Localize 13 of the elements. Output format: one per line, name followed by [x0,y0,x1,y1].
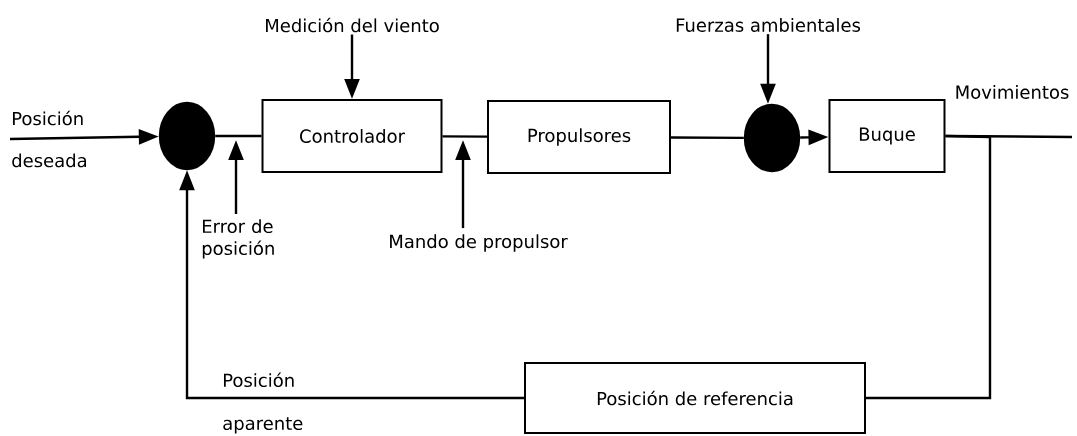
block-box: Posición de referencia [524,362,866,434]
input-label: Posición deseada [12,110,86,168]
signal-label: Error de posición [202,219,274,259]
input-label: Medición del viento [266,17,439,33]
input-label: Fuerzas ambientales [676,18,861,32]
input-label: Mando de propulsor [390,234,568,252]
summing-junction [158,101,216,171]
block-box: Controlador [261,99,443,173]
edge-label: Posición aparente [223,372,303,434]
summing-junction [743,103,801,173]
block-box: Buque [828,99,946,173]
block-box: Propulsores [487,100,671,174]
edge-label: Movimientos [956,85,1069,99]
